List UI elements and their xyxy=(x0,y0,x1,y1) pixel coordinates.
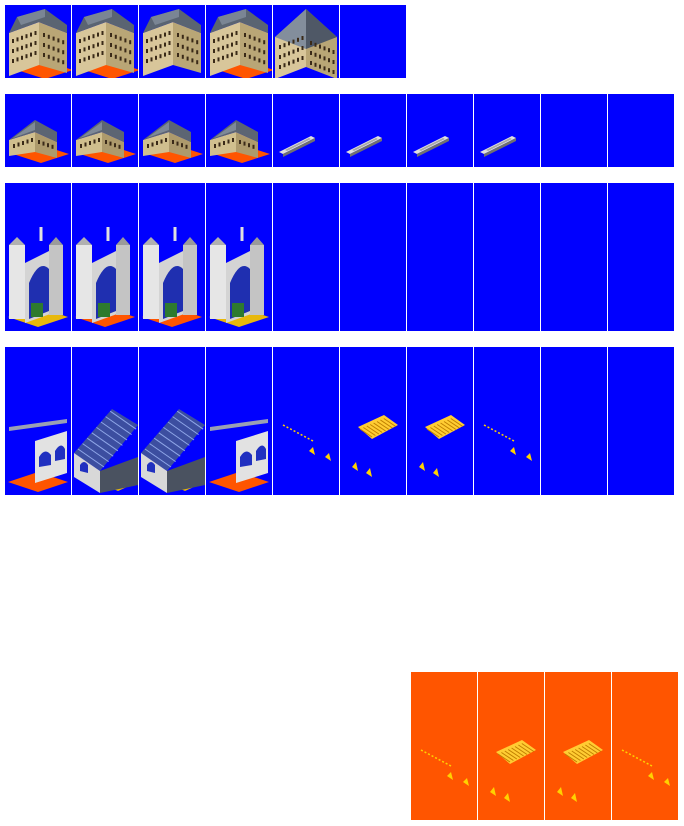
sprite-cell xyxy=(72,347,138,495)
tower-gate-icon xyxy=(8,227,68,327)
building-wide-icon xyxy=(76,9,138,78)
empty-sprite-cell xyxy=(474,183,540,331)
platform-slab-icon xyxy=(346,136,382,157)
arched-facade-icon xyxy=(8,419,68,492)
light-grid-icon xyxy=(490,740,536,802)
light-grid-icon xyxy=(557,740,603,802)
sprite-row-5 xyxy=(411,672,679,820)
sprite-cell xyxy=(72,183,138,331)
building-wide-icon xyxy=(143,9,201,76)
light-marks-icon xyxy=(420,749,469,786)
sprite-cell xyxy=(273,347,339,495)
sprite-cell xyxy=(206,94,272,167)
tower-gate-icon xyxy=(142,227,202,327)
sprite-cell xyxy=(545,672,611,820)
sprite-cell xyxy=(139,5,205,78)
light-marks-icon xyxy=(621,749,670,786)
station-hall-icon xyxy=(9,120,69,163)
sprite-cell xyxy=(206,5,272,78)
light-grid-icon xyxy=(352,415,398,477)
empty-sprite-cell xyxy=(541,347,607,495)
arched-facade-icon xyxy=(209,419,269,492)
platform-slab-icon xyxy=(413,136,449,157)
sprite-cell xyxy=(5,5,71,78)
tower-gate-icon xyxy=(75,227,135,327)
station-hall-icon xyxy=(210,120,270,163)
empty-sprite-cell xyxy=(608,94,674,167)
sprite-cell xyxy=(5,183,71,331)
empty-sprite-cell xyxy=(608,347,674,495)
sprite-cell xyxy=(407,347,473,495)
tower-gate-icon xyxy=(209,227,269,327)
platform-slab-icon xyxy=(279,136,315,157)
sprite-cell xyxy=(139,94,205,167)
sprite-cell xyxy=(206,347,272,495)
station-hall-icon xyxy=(143,120,203,163)
glass-roof-hall-icon xyxy=(74,409,138,493)
sprite-cell xyxy=(407,94,473,167)
sprite-cell xyxy=(340,347,406,495)
light-grid-icon xyxy=(419,415,465,477)
sprite-cell xyxy=(139,183,205,331)
sprite-row-3 xyxy=(5,183,675,331)
empty-sprite-cell xyxy=(541,183,607,331)
empty-sprite-cell xyxy=(608,183,674,331)
sprite-cell xyxy=(72,94,138,167)
sprite-cell xyxy=(612,672,678,820)
empty-sprite-cell xyxy=(541,94,607,167)
light-marks-icon xyxy=(483,424,532,461)
building-wide-icon xyxy=(9,9,71,78)
sprite-cell xyxy=(411,672,477,820)
sprite-row-1 xyxy=(5,5,407,78)
empty-sprite-cell xyxy=(340,183,406,331)
empty-sprite-cell xyxy=(273,183,339,331)
sprite-cell xyxy=(273,94,339,167)
sprite-cell xyxy=(72,5,138,78)
sprite-cell xyxy=(139,347,205,495)
station-hall-icon xyxy=(76,120,136,163)
sprite-cell xyxy=(478,672,544,820)
sprite-cell xyxy=(273,5,339,78)
sprite-cell xyxy=(474,94,540,167)
building-pyramid-roof-icon xyxy=(275,9,337,78)
light-marks-icon xyxy=(282,424,331,461)
platform-slab-icon xyxy=(480,136,516,157)
sprite-row-4 xyxy=(5,347,675,495)
glass-roof-hall-icon xyxy=(141,409,205,493)
empty-sprite-cell xyxy=(340,5,406,78)
empty-sprite-cell xyxy=(407,183,473,331)
sprite-cell xyxy=(5,347,71,495)
sprite-cell xyxy=(5,94,71,167)
sprite-cell xyxy=(206,183,272,331)
sprite-cell xyxy=(340,94,406,167)
building-wide-icon xyxy=(210,9,272,78)
sprite-cell xyxy=(474,347,540,495)
sprite-row-2 xyxy=(5,94,675,167)
